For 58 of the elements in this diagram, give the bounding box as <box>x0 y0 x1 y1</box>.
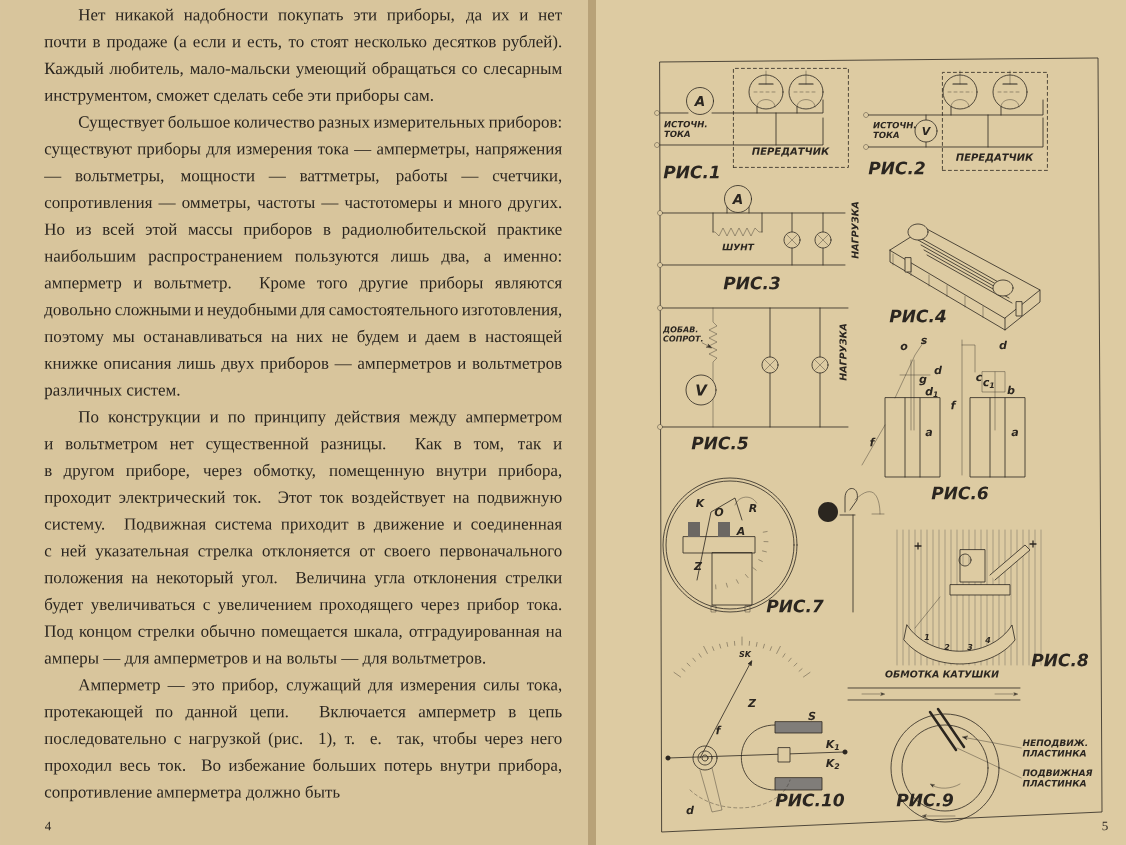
part-letter: A <box>736 527 745 535</box>
part-letter: Z <box>693 562 703 570</box>
figure-caption: РИС.7 <box>766 599 824 613</box>
scale-number: SK <box>739 650 752 657</box>
coil-label: ОБМОТКА КАТУШКИ <box>885 670 999 678</box>
leader-line <box>956 747 1022 779</box>
figure-caption: РИС.10 <box>775 793 845 807</box>
part-letter: a <box>925 429 932 437</box>
part-letter: b <box>1007 385 1015 395</box>
part-letter: + <box>1029 540 1037 548</box>
part-letter: o <box>900 343 908 351</box>
figure-caption: РИС.1 <box>663 165 719 179</box>
part-letter: d <box>686 805 695 815</box>
leader-arrow <box>702 342 712 348</box>
transmitter-box: ПЕРЕДАТЧИК <box>733 68 849 168</box>
page-number: 4 <box>45 821 52 831</box>
part-letter: c$_{1}$ <box>983 380 994 388</box>
part-letter: d <box>999 340 1008 350</box>
part-letter: Z <box>747 699 757 707</box>
part-letter: g <box>919 376 927 386</box>
part-letter: + <box>914 542 922 550</box>
part-letter: K$_{2}$ <box>826 759 840 769</box>
leader-text: ПОДВИЖНАЯ ПЛАСТИНКА <box>1022 769 1093 787</box>
part-letter: s <box>920 337 927 345</box>
body-paragraph: Нет никакой надобности покупать эти приборы, да их и нет почти в продаже (а если и есть, то стоят несколько десятков рублей). Каждый любитель, мало-мальски умеющий обращаться со слесарным инструментом, сможет сделать себе эти приборы сам. <box>44 8 562 105</box>
body-paragraph: По конструкции и по принципу действия между амперметром и вольтметром нет существенной разницы. Как в том, так и в другом приборе, через обмотку, помещенную внутри прибора, проходит электрический ток. Этот ток воздействует на подвижную систему. Подвижная система приходит в движение и соединенная с ней указательная стрелка отклоняется от своего первоначального положения на некоторый угол. Величина угла отклонения стрелки будет увеличиваться с увеличением проходящего через прибор тока. Под концом стрелки обычно помещается шкала, отградуированная на амперы — для амперметров и на вольты — для вольтметров. <box>44 410 562 668</box>
part-letter: O <box>714 507 724 517</box>
part-letter: f <box>870 437 876 447</box>
body-paragraph: Существует большое количество разных измерительных приборов: существуют приборы для измерения тока — амперметры, напряжения — вольтметры, мощности — ваттметры, работы — счетчики, сопротивления — омметры, частоты — частотомеры и много других. Но из всей этой массы приборов в радиолюбительской практике наибольшим распространением пользуются лишь два, а именно: амперметр и вольтметр. Кроме того другие приборы являются довольно сложными и неудобными для самостоятельного изготовления, поэтому мы останавливаться на них не будем и даем в настоящей книжке описания лишь двух приборов — амперметров и вольтметров различных систем. <box>44 115 562 400</box>
scale-number: 4 <box>985 637 991 643</box>
part-letter: f <box>716 725 722 735</box>
scale-number: 1 <box>924 634 929 640</box>
figure-caption: РИС.4 <box>889 309 946 323</box>
load-label: НАГРУЗКА <box>851 202 859 259</box>
body-paragraph: Амперметр — это прибор, служащий для измерения силы тока, протекающей по данной цепи. Включается амперметр в цепь последовательно с нагрузкой (рис. 1), т. е. так, чтобы через него проходил весь ток. Во избежание больших потерь внутри прибора, сопротивление амперметра должно быть <box>44 678 562 802</box>
figure-caption: РИС.3 <box>723 276 780 290</box>
page-number: 5 <box>1102 821 1108 831</box>
leader-text: НЕПОДВИЖ. ПЛАСТИНКА <box>1022 739 1088 757</box>
leader-arrow <box>962 736 1022 749</box>
part-letter: K <box>696 499 705 507</box>
terminal-label: ИСТОЧН. ТОКА <box>873 121 916 139</box>
part-letter: K$_{1}$ <box>826 740 839 750</box>
figure-caption: РИС.6 <box>931 486 989 500</box>
part-letter: R <box>749 504 757 512</box>
part-letter: f <box>951 400 957 410</box>
scale-number: 3 <box>967 643 973 650</box>
figure-caption: РИС.8 <box>1031 653 1089 667</box>
part-letter: d <box>934 365 943 375</box>
figure-caption: РИС.9 <box>896 793 953 807</box>
part-letter: S <box>808 711 816 721</box>
leader-text: ДОБАВ. СОПРОТ. <box>662 326 703 342</box>
part-letter: a <box>1011 429 1018 437</box>
figure-caption: РИС.2 <box>868 161 925 175</box>
part-letter: d$_{1}$ <box>925 386 938 398</box>
scale-number: 2 <box>944 644 950 650</box>
transmitter-box: ПЕРЕДАТЧИК <box>942 72 1048 171</box>
part-letter: c <box>976 374 983 382</box>
load-label: НАГРУЗКА <box>839 324 847 381</box>
